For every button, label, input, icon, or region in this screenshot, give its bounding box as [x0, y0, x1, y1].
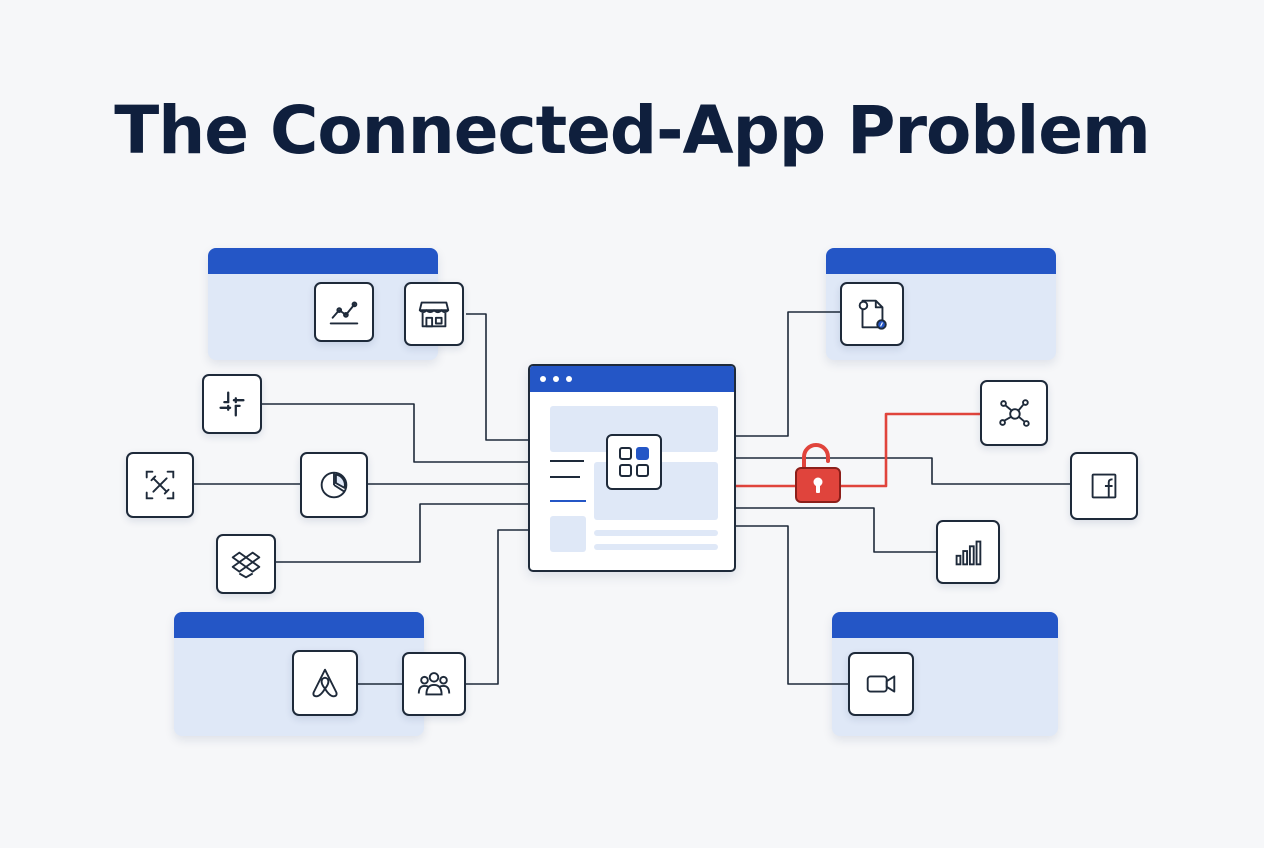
video-camera-icon [866, 675, 896, 693]
wire-video [736, 525, 848, 685]
page-title: The Connected-App Problem [114, 92, 1151, 169]
wire-facebook [736, 457, 1070, 485]
facebook-icon [1091, 473, 1117, 499]
line-chart-icon [329, 301, 359, 325]
content-line [594, 530, 718, 536]
window-title-bar [530, 366, 734, 392]
content-block [550, 516, 586, 552]
window-dot [566, 376, 572, 382]
wire-people [464, 529, 528, 685]
network-hub-tile[interactable] [980, 380, 1048, 446]
document-icon [858, 299, 887, 330]
window-dot [553, 376, 559, 382]
storefront-icon [418, 301, 450, 328]
content-line [550, 460, 584, 462]
video-camera-tile[interactable] [848, 652, 914, 716]
content-line [550, 500, 586, 502]
bar-chart-tile[interactable] [936, 520, 1000, 584]
people-icon [417, 672, 451, 696]
scan-tools-tile[interactable] [126, 452, 194, 518]
dropbox-tile[interactable] [216, 534, 276, 594]
airbnb-tile[interactable] [292, 650, 358, 716]
central-app-window[interactable] [528, 364, 736, 572]
line-chart-tile[interactable] [314, 282, 374, 342]
wire-network-alert [736, 412, 980, 488]
people-tile[interactable] [402, 652, 466, 716]
facebook-tile[interactable] [1070, 452, 1138, 520]
wire-bar-chart [736, 507, 936, 553]
content-line [594, 544, 718, 550]
document-tile[interactable] [840, 282, 904, 346]
content-line [550, 476, 580, 478]
app-grid-tile[interactable] [606, 434, 662, 490]
network-hub-icon [999, 399, 1030, 427]
slack-tile[interactable] [202, 374, 262, 434]
wire-storefront [466, 313, 528, 441]
storefront-tile[interactable] [404, 282, 464, 346]
pie-chart-icon [320, 471, 348, 499]
airbnb-icon [312, 668, 338, 698]
wire-dropbox [276, 503, 528, 563]
slack-icon [219, 391, 245, 417]
pie-chart-tile[interactable] [300, 452, 368, 518]
panel-bottom-left [174, 612, 424, 736]
scan-tools-icon [145, 470, 175, 500]
dropbox-icon [231, 551, 261, 579]
app-grid-icon [619, 447, 649, 477]
wire-document [736, 311, 840, 437]
unlocked-padlock-icon [795, 443, 841, 503]
window-dot [540, 376, 546, 382]
bar-chart-icon [955, 540, 982, 566]
wire-slack [262, 403, 528, 463]
